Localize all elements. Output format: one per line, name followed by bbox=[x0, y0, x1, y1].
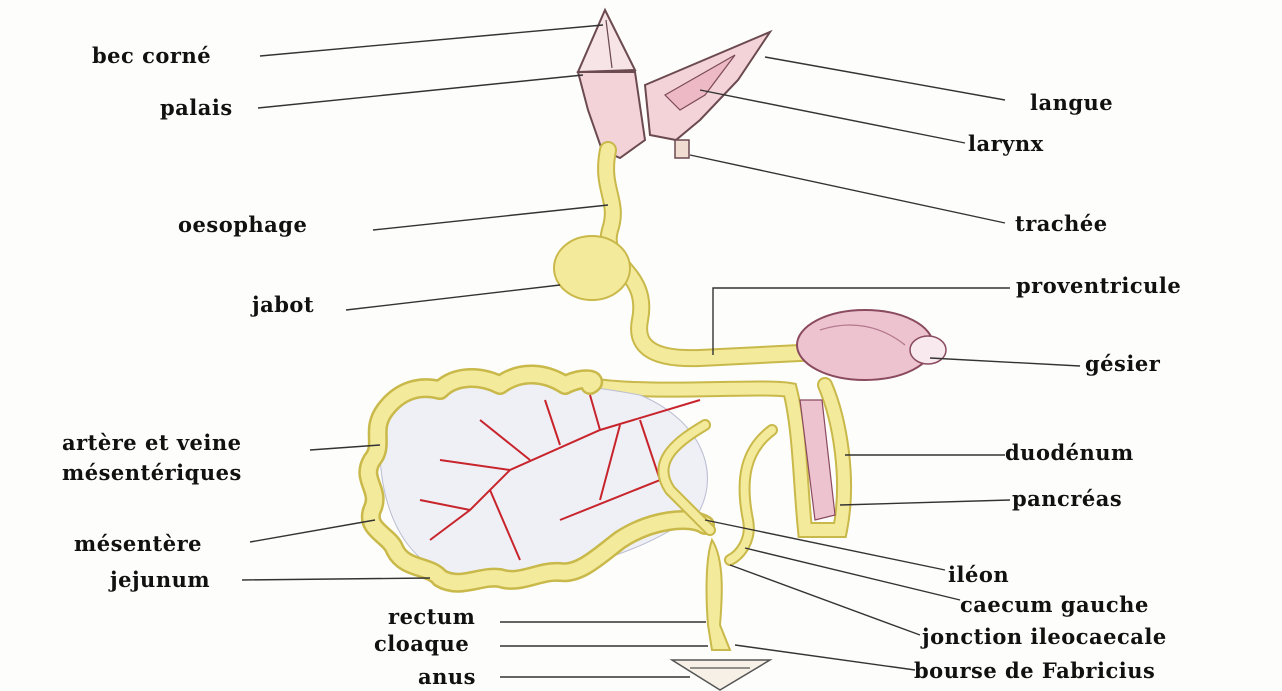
rectum-illustration bbox=[672, 540, 770, 690]
label-pancreas: pancréas bbox=[1012, 487, 1122, 511]
beak-illustration bbox=[578, 10, 770, 158]
label-gesier: gésier bbox=[1085, 352, 1160, 376]
label-duodenum: duodénum bbox=[1005, 441, 1134, 465]
label-langue: langue bbox=[1030, 91, 1113, 115]
label-larynx: larynx bbox=[968, 132, 1044, 156]
label-rectum: rectum bbox=[388, 605, 475, 629]
label-oesophage: oesophage bbox=[178, 213, 307, 237]
label-jejunum: jejunum bbox=[110, 568, 210, 592]
label-mesentere: mésentère bbox=[74, 532, 202, 556]
label-bourse: bourse de Fabricius bbox=[914, 659, 1155, 683]
label-artere-line1: artère et veine bbox=[62, 431, 242, 455]
label-anus: anus bbox=[418, 665, 476, 689]
oesophagus-illustration bbox=[554, 150, 820, 358]
label-jabot: jabot bbox=[252, 293, 314, 317]
mesentery-illustration bbox=[368, 374, 707, 582]
label-trachee: trachée bbox=[1015, 212, 1108, 236]
label-ileon: iléon bbox=[948, 563, 1009, 587]
label-bec-corne: bec corné bbox=[92, 44, 211, 68]
ileum-caeca-illustration bbox=[663, 425, 772, 560]
label-palais: palais bbox=[160, 96, 233, 120]
label-proventricule: proventricule bbox=[1016, 274, 1181, 298]
label-cloaque: cloaque bbox=[374, 632, 469, 656]
label-artere-line2: mésentériques bbox=[62, 461, 242, 485]
label-jonction: jonction ileocaecale bbox=[922, 625, 1167, 649]
gizzard-illustration bbox=[797, 310, 946, 380]
label-caecum-gauche: caecum gauche bbox=[960, 593, 1149, 617]
